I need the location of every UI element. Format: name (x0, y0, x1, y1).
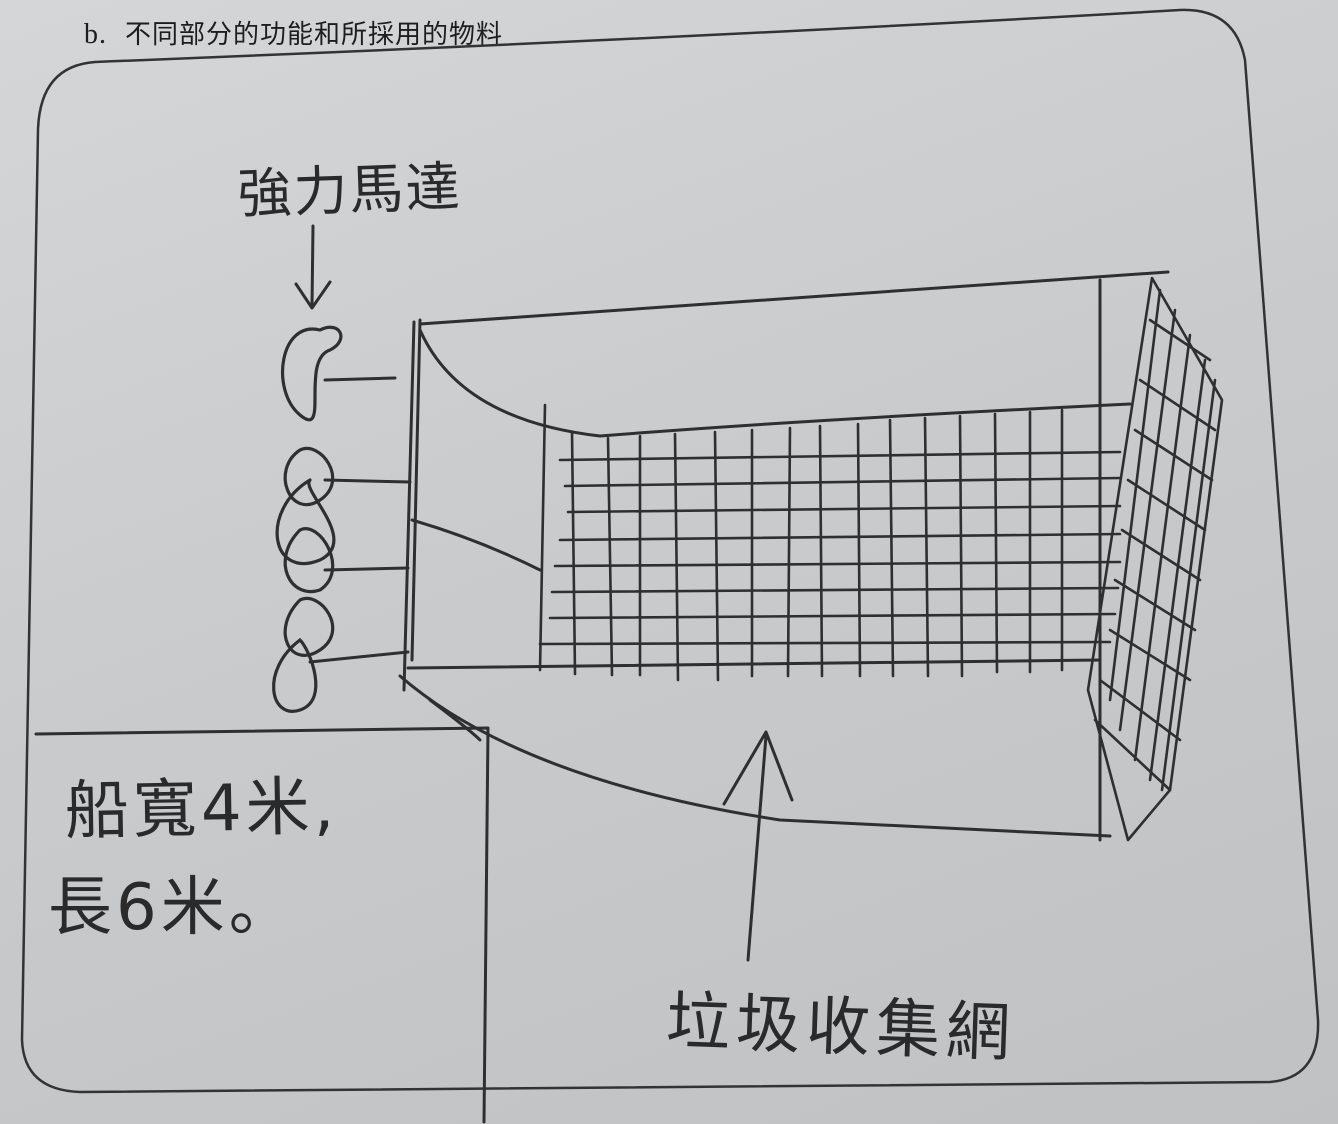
answer-frame (20, 8, 1320, 1094)
motor-shafts (308, 376, 412, 664)
net-frame (398, 270, 1170, 842)
boat-width-label: 船寬4米, (64, 770, 339, 849)
question-heading: b. 不同部分的功能和所採用的物料 (84, 14, 503, 51)
question-text: 不同部分的功能和所採用的物料 (125, 20, 504, 50)
motor-propellers (272, 325, 343, 713)
motor-label: 強力馬達 (236, 155, 463, 226)
collection-net-label: 垃圾收集網 (664, 984, 1018, 1072)
center-net-grid (538, 403, 1122, 682)
front-post (402, 318, 422, 692)
motor-arrow (294, 224, 332, 310)
net-arrow (722, 730, 794, 962)
boat-deck (34, 726, 490, 1124)
boat-length-label: 長6米。 (48, 871, 297, 945)
question-number: b. (84, 19, 107, 50)
side-net-panel (1086, 276, 1224, 842)
